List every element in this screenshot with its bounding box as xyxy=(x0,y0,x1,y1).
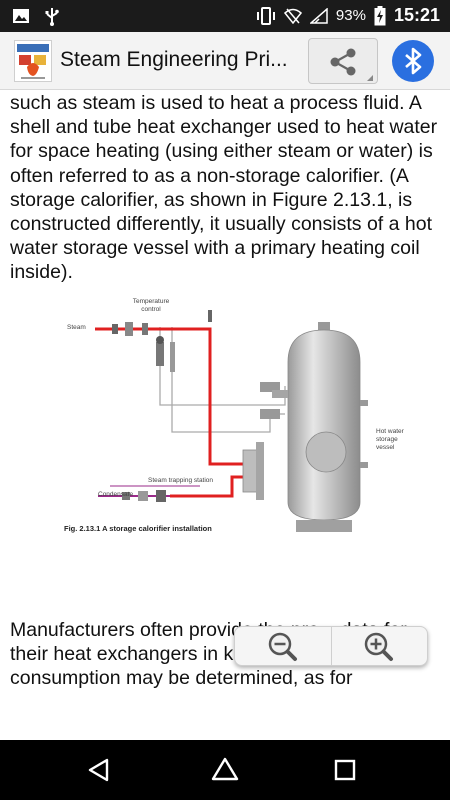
usb-icon xyxy=(45,8,59,26)
storage-calorifier-diagram xyxy=(95,310,368,532)
share-icon xyxy=(330,48,373,81)
status-notifications xyxy=(12,6,60,26)
zoom-in-button[interactable] xyxy=(332,627,428,665)
zoom-out-button[interactable] xyxy=(235,627,331,665)
home-button[interactable] xyxy=(209,754,241,786)
home-icon xyxy=(211,757,239,781)
signal-icon xyxy=(309,7,328,24)
figure-caption: Fig. 2.13.1 A storage calorifier install… xyxy=(64,524,212,533)
recents-icon xyxy=(334,759,356,781)
navigation-bar xyxy=(0,740,450,800)
label-steam: Steam xyxy=(67,324,86,331)
bluetooth-button[interactable] xyxy=(392,40,434,82)
figure-storage-calorifier: Steam Temperature control Hot water stor… xyxy=(60,298,404,538)
article-paragraph: such as steam is used to heat a process … xyxy=(10,92,438,284)
app-logo xyxy=(14,40,52,82)
app-bar: Steam Engineering Pri... xyxy=(0,32,450,90)
zoom-in-icon xyxy=(365,632,394,661)
status-system: 93% 15:21 xyxy=(256,5,440,26)
bluetooth-icon xyxy=(405,47,422,75)
status-time: 15:21 xyxy=(393,5,440,25)
zoom-out-icon xyxy=(268,632,297,661)
wifi-off-icon xyxy=(283,8,302,24)
back-button[interactable] xyxy=(83,754,115,786)
image-icon xyxy=(13,9,29,23)
label-steam-trapping: Steam trapping station xyxy=(148,477,214,484)
label-hot-water-vessel: Hot water storage vessel xyxy=(376,428,404,451)
recents-button[interactable] xyxy=(329,754,361,786)
app-title: Steam Engineering Pri... xyxy=(60,48,288,71)
vibrate-icon xyxy=(256,6,275,25)
back-icon xyxy=(88,758,109,782)
status-bar: 93% 15:21 xyxy=(0,0,450,32)
battery-percent: 93% xyxy=(335,7,366,24)
battery-charging-icon xyxy=(374,5,386,25)
zoom-separator xyxy=(330,627,332,665)
share-button[interactable] xyxy=(308,38,378,84)
label-condensate: Condensate xyxy=(98,491,134,498)
zoom-controls xyxy=(234,626,428,666)
label-temperature-control: Temperature control xyxy=(132,298,170,313)
